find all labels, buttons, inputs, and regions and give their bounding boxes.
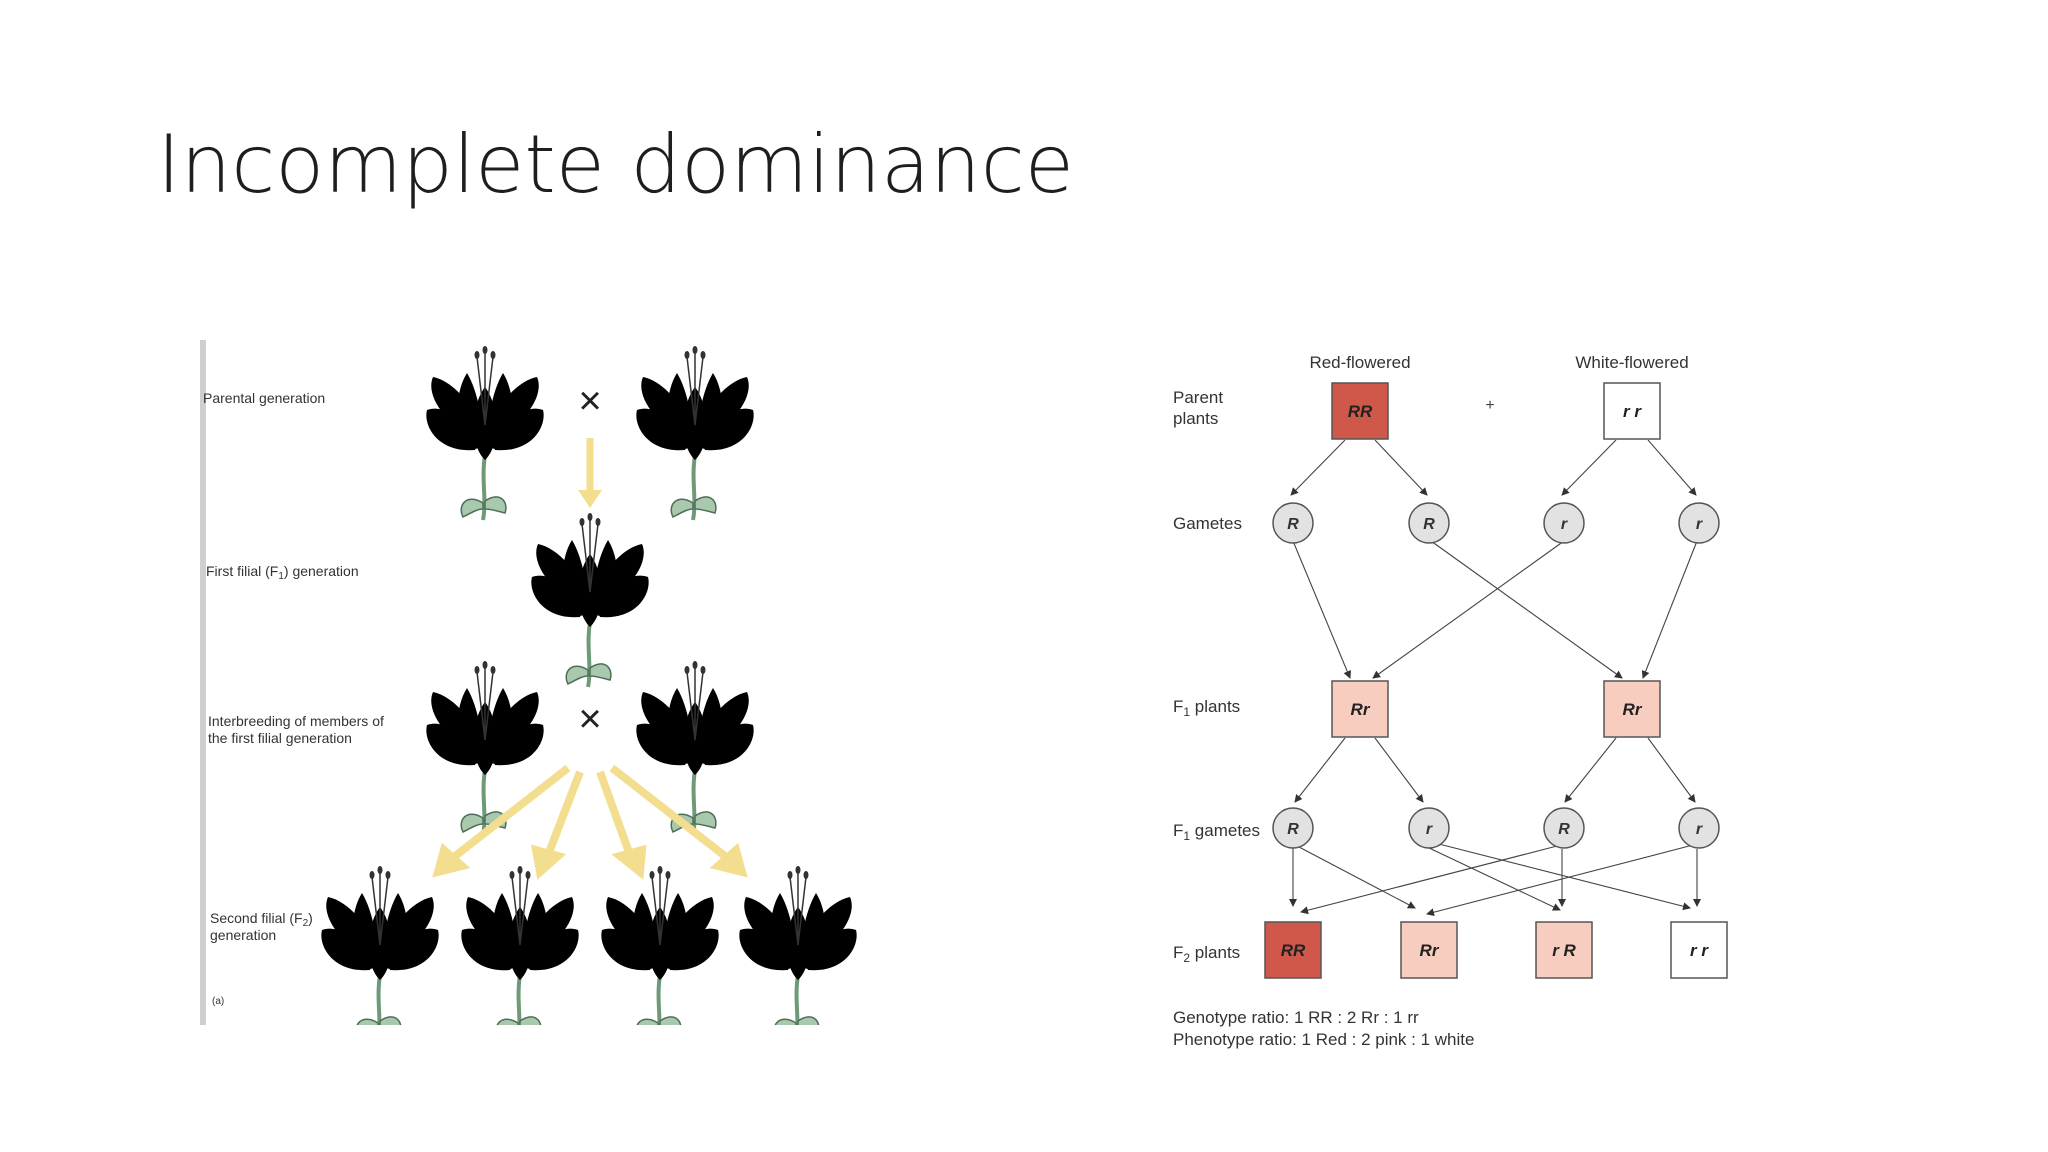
flower-red-parent [424, 344, 546, 522]
row-label-parent-line2: plants [1173, 409, 1218, 428]
slide-title: Incomplete dominance [157, 118, 1074, 211]
connector-lines [1289, 439, 1701, 917]
label-interbreeding-line1: Interbreeding of members of [208, 713, 384, 729]
header-red-flowered: Red-flowered [1309, 353, 1410, 372]
cross-symbol-interbreed: × [578, 697, 601, 741]
phenotype-ratio: Phenotype ratio: 1 Red : 2 pink : 1 whit… [1173, 1030, 1474, 1049]
flower-pink-f2-2 [599, 864, 721, 1025]
parent-box-white: r r [1603, 382, 1661, 440]
svg-text:Rr: Rr [1351, 700, 1371, 719]
flower-pink-f2-1 [459, 864, 581, 1025]
arrows-to-f2 [432, 764, 748, 880]
f1-gamete-circle: R [1543, 807, 1585, 849]
svg-text:R: R [1423, 516, 1435, 533]
svg-text:Rr: Rr [1623, 700, 1643, 719]
svg-text:r: r [1696, 516, 1703, 533]
svg-text:r: r [1561, 516, 1568, 533]
parent-box-red: RR [1331, 382, 1389, 440]
flower-cross-illustration: .red .petal { fill:#d0584a; stroke:#7a2a… [200, 340, 860, 1025]
f1-gamete-circle: r [1408, 807, 1450, 849]
svg-text:r r: r r [1623, 402, 1642, 421]
page-spine-shadow [200, 340, 206, 1025]
label-f2-generation-line2: generation [210, 927, 276, 943]
flower-pink-interbreed-left [424, 659, 546, 837]
svg-text:R: R [1287, 516, 1299, 533]
f2-plant-box-pink: Rr [1400, 921, 1458, 979]
arrow-to-f1 [578, 438, 602, 508]
gamete-circle: R [1272, 502, 1314, 544]
svg-text:r R: r R [1552, 941, 1576, 960]
svg-text:R: R [1287, 821, 1299, 838]
f1-gamete-circle: R [1272, 807, 1314, 849]
svg-text:Rr: Rr [1420, 941, 1440, 960]
genotype-cross-diagram: .t { font-size:17px; fill:#333; } .ts { … [1165, 340, 1745, 1065]
f2-plant-box-red: RR [1264, 921, 1322, 979]
label-parental-generation: Parental generation [203, 390, 325, 406]
row-label-parent-line1: Parent [1173, 388, 1223, 407]
svg-text:r: r [1696, 821, 1703, 838]
cross-symbol-parental: × [578, 379, 601, 423]
f1-plant-box: Rr [1331, 680, 1389, 738]
gamete-circle: r [1678, 502, 1720, 544]
label-f2-generation-line1: Second filial (F2) [210, 910, 313, 929]
label-f1-generation: First filial (F1) generation [206, 563, 359, 582]
panel-letter: (a) [212, 996, 224, 1007]
header-white-flowered: White-flowered [1575, 353, 1688, 372]
row-label-f1-plants: F1 plants [1173, 697, 1240, 719]
flower-red-f2 [319, 864, 441, 1025]
svg-text:R: R [1558, 821, 1570, 838]
flower-white-f2 [737, 864, 859, 1025]
f2-plant-box-pink: r R [1535, 921, 1593, 979]
label-interbreeding-line2: the first filial generation [208, 730, 352, 746]
row-label-f2-plants: F2 plants [1173, 943, 1240, 965]
row-label-f1-gametes: F1 gametes [1173, 821, 1260, 843]
f2-plant-box-white: r r [1670, 921, 1728, 979]
row-label-gametes: Gametes [1173, 514, 1242, 533]
gamete-circle: r [1543, 502, 1585, 544]
gamete-circle: R [1408, 502, 1450, 544]
flower-pink-f1 [529, 511, 651, 689]
f1-gamete-circle: r [1678, 807, 1720, 849]
plus-sign: + [1485, 397, 1494, 414]
flower-white-parent [634, 344, 756, 522]
svg-text:r: r [1426, 821, 1433, 838]
svg-text:RR: RR [1281, 941, 1306, 960]
svg-text:RR: RR [1348, 402, 1373, 421]
genotype-ratio: Genotype ratio: 1 RR : 2 Rr : 1 rr [1173, 1008, 1419, 1027]
flower-pink-interbreed-right [634, 659, 756, 837]
svg-text:r r: r r [1690, 941, 1709, 960]
f1-plant-box: Rr [1603, 680, 1661, 738]
